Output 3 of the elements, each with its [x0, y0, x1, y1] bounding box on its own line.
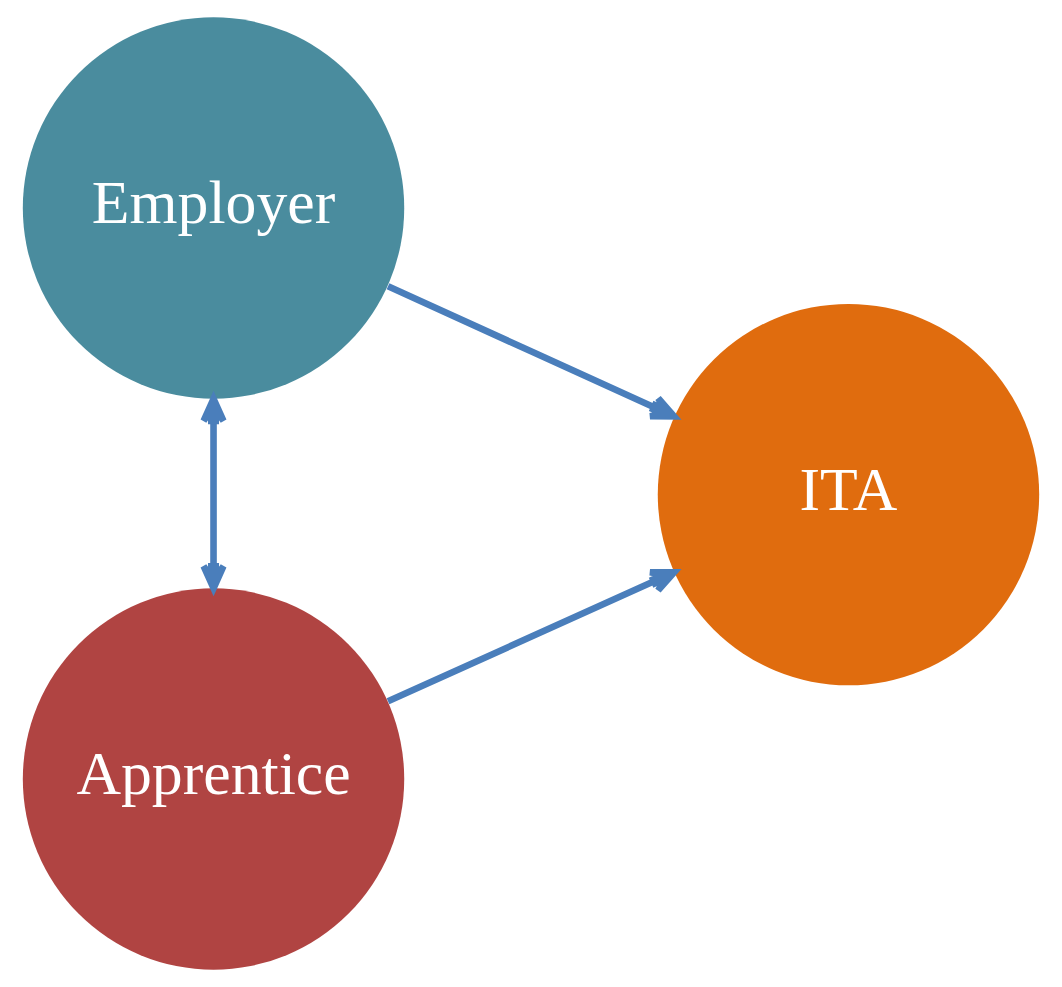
- node-circle: Employer: [22, 17, 405, 399]
- node-circle: ITA: [657, 303, 1040, 686]
- node-circle: Apprentice: [22, 588, 405, 970]
